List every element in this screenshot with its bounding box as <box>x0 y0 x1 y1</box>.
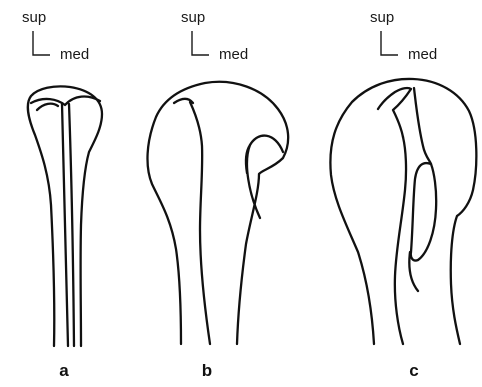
bone-drawing-b <box>147 82 288 344</box>
bone-b-outline <box>147 82 288 344</box>
bone-c-ridge <box>378 88 411 137</box>
bone-c-inner-groove <box>411 163 436 260</box>
orientation-axes-a <box>33 31 50 55</box>
bone-drawing-a <box>28 86 102 346</box>
panel-label-a: a <box>59 361 69 380</box>
bone-a-shaft-line-2 <box>69 104 74 346</box>
sup-label-b: sup <box>181 9 205 26</box>
sup-label-c: sup <box>370 9 394 26</box>
bone-drawing-c <box>330 79 476 344</box>
bone-c-crest <box>414 88 431 164</box>
orientation-key-b: sup med <box>181 9 248 63</box>
bone-a-crease <box>37 104 58 110</box>
med-label-b: med <box>219 46 248 63</box>
med-label-a: med <box>60 46 89 63</box>
bone-c-lower-crease <box>409 252 418 291</box>
orientation-key-c: sup med <box>370 9 437 63</box>
bone-b-shaft-line <box>190 102 210 344</box>
orientation-axes-c <box>381 31 398 55</box>
sup-label-a: sup <box>22 9 46 26</box>
orientation-axes-b <box>192 31 209 55</box>
panel-label-c: c <box>409 361 418 380</box>
orientation-key-a: sup med <box>22 9 89 63</box>
bone-a-shaft-line-1 <box>62 104 68 346</box>
bone-a-head-ridge <box>31 96 100 105</box>
med-label-c: med <box>408 46 437 63</box>
bone-b-tubercle <box>247 136 283 218</box>
panel-label-b: b <box>202 361 212 380</box>
bone-c-groove-line <box>395 137 406 344</box>
